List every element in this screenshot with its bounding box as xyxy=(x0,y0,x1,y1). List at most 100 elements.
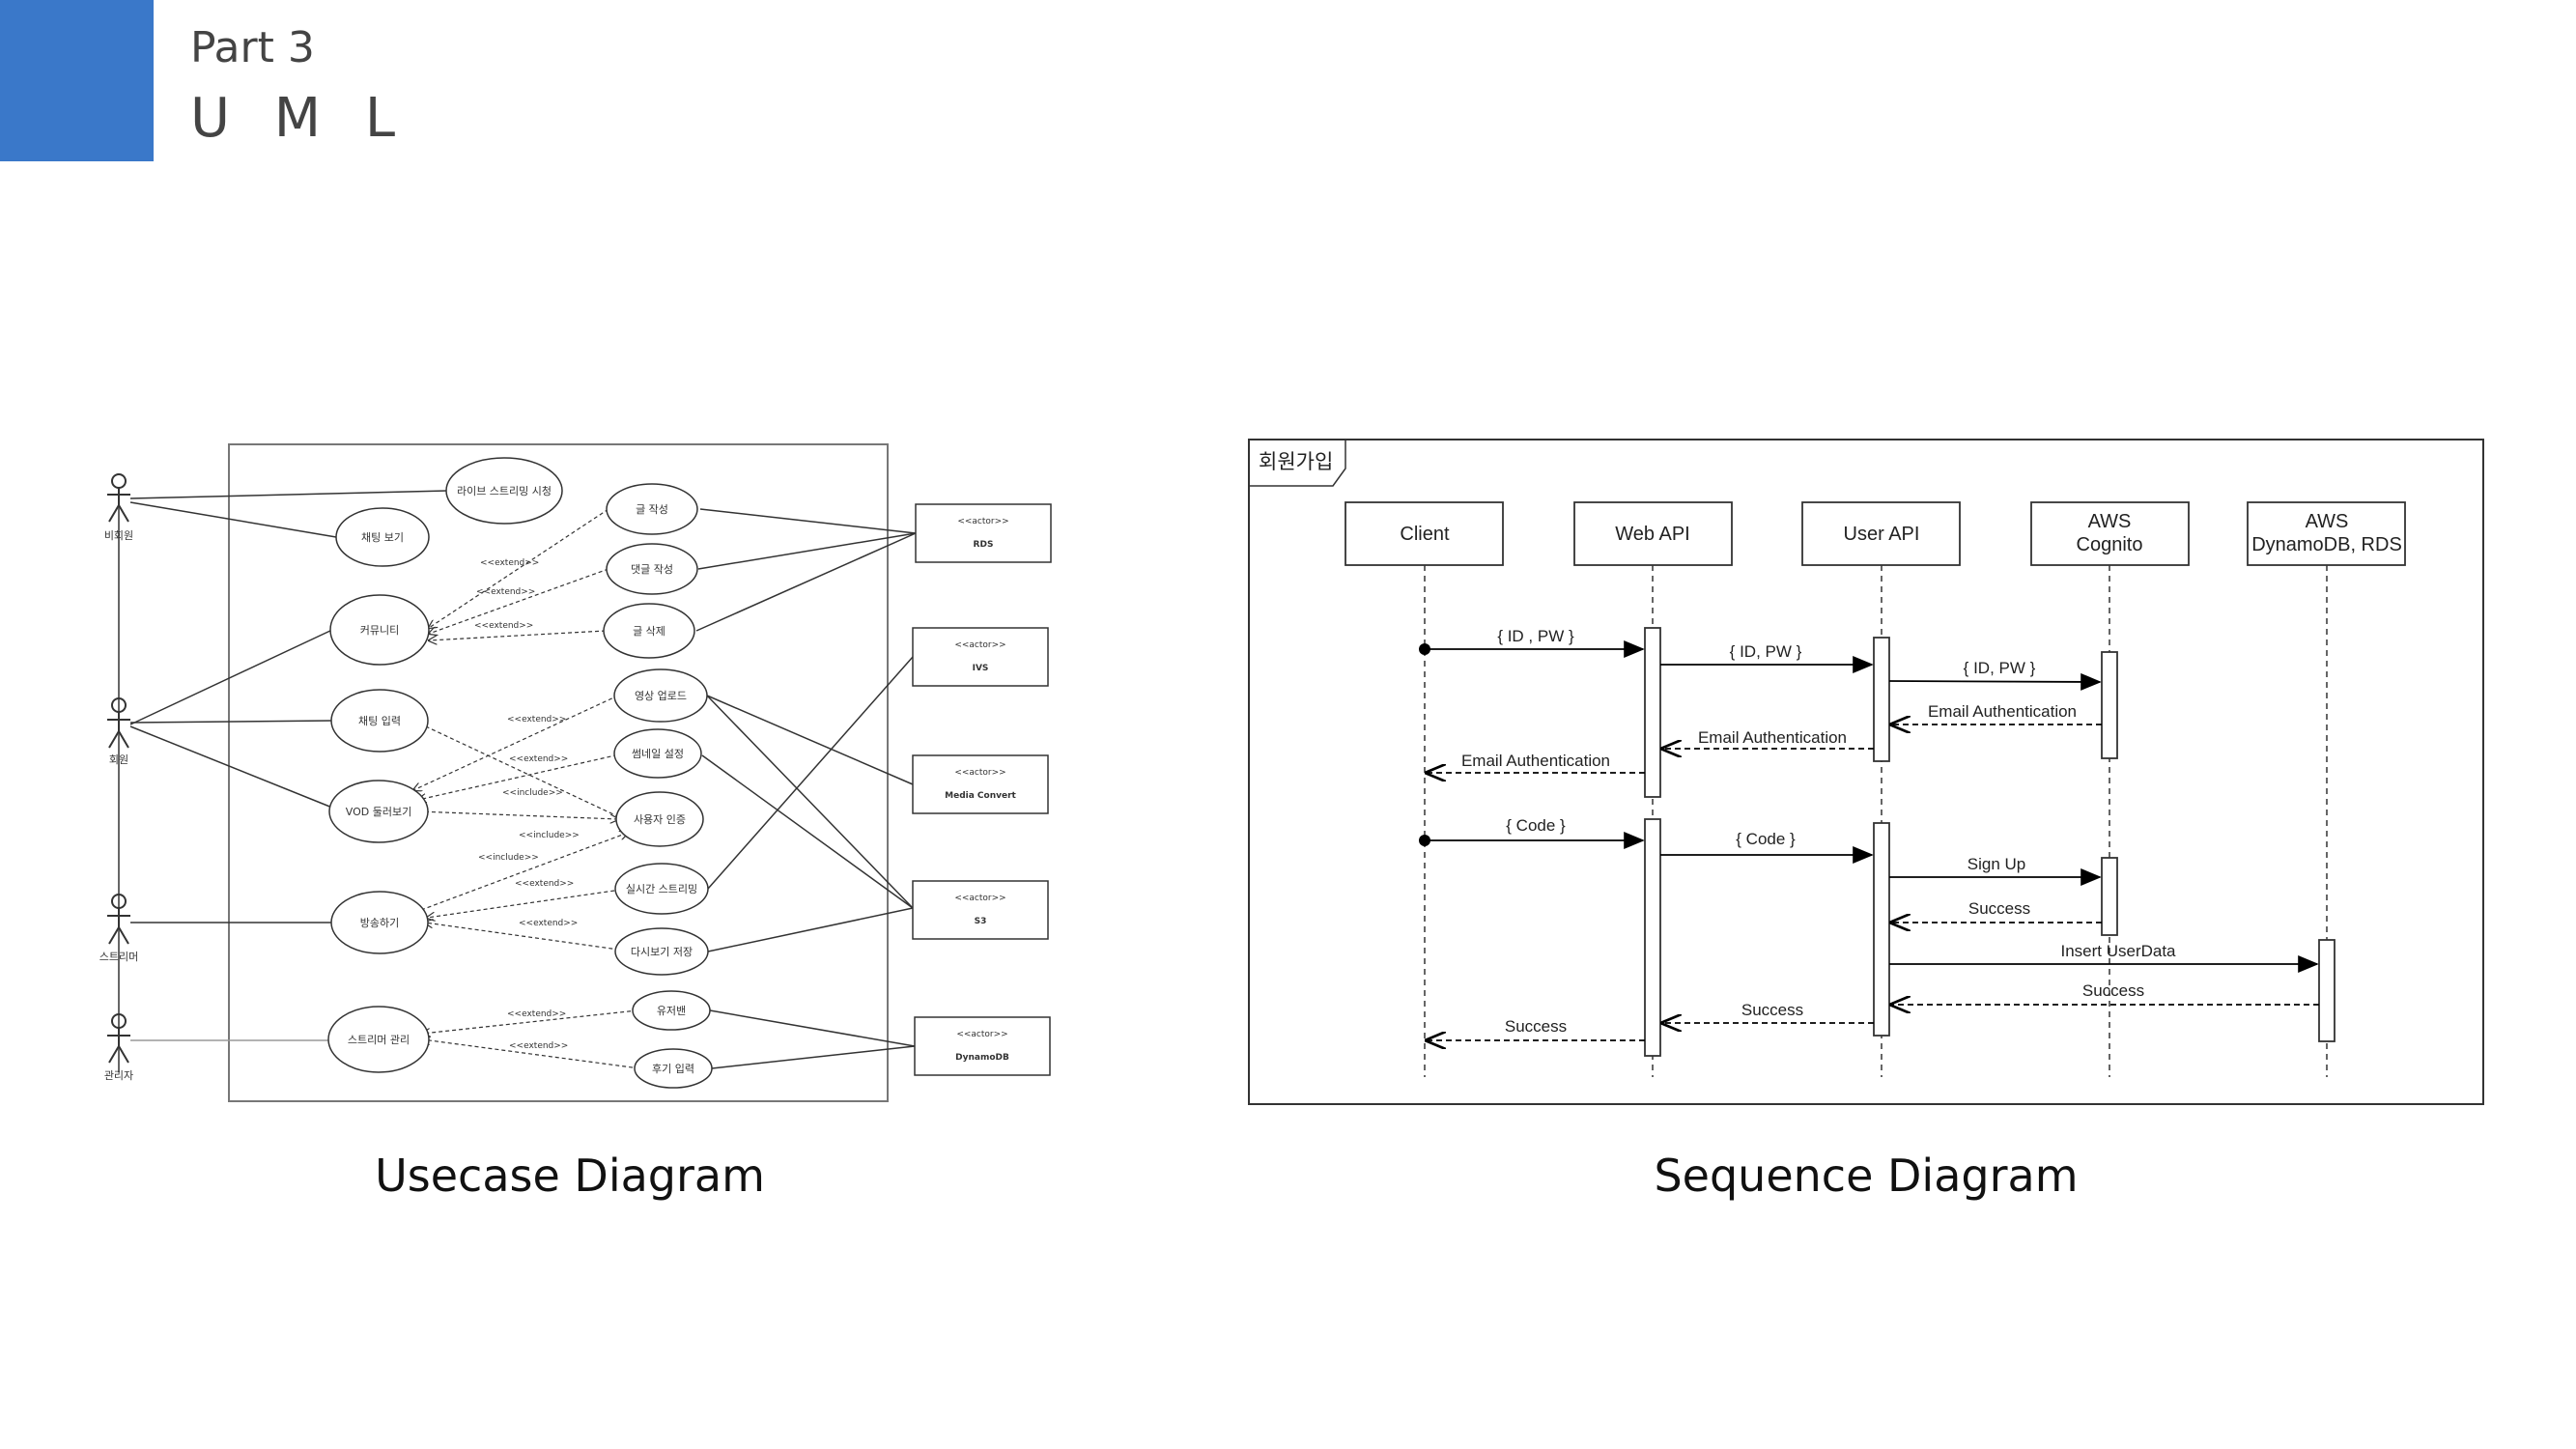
message-label: Success xyxy=(1505,1017,1567,1036)
message-label: Success xyxy=(1968,899,2030,918)
actor-label: 관리자 xyxy=(104,1069,133,1082)
participant-label: Cognito xyxy=(2077,534,2143,555)
usecase-ellipse xyxy=(615,791,704,847)
usecase-label: 다시보기 저장 xyxy=(631,946,693,958)
usecase-ellipse xyxy=(606,483,698,535)
usecase-ellipse xyxy=(328,780,429,843)
actor-name: Media Convert xyxy=(945,791,1016,801)
usecase-ellipse xyxy=(614,927,709,976)
message-arrows xyxy=(1425,640,2319,1040)
message-label: Sign Up xyxy=(1967,855,2025,873)
usecase-label: 라이브 스트리밍 시청 xyxy=(457,485,552,497)
part-label: Part 3 xyxy=(190,23,315,72)
external-actor-box xyxy=(914,1016,1051,1076)
actor-stereotype: <<actor>> xyxy=(954,894,1005,903)
activation-bar xyxy=(1644,627,1661,798)
message-label: Success xyxy=(1741,1001,1803,1019)
actor-name: IVS xyxy=(973,664,989,673)
actor-stereotype: <<actor>> xyxy=(957,517,1008,526)
usecase-label: 글 삭제 xyxy=(633,625,665,638)
participant-label: Client xyxy=(1400,524,1450,545)
actor-name: DynamoDB xyxy=(955,1053,1009,1063)
actor-member xyxy=(107,697,130,749)
message-label: Email Authentication xyxy=(1928,702,2077,721)
external-actor-box xyxy=(915,503,1052,563)
usecase-label: 스트리머 관리 xyxy=(348,1034,410,1046)
actor-label: 비회원 xyxy=(104,529,133,542)
usecase-ellipse xyxy=(330,689,429,753)
message-label: { ID, PW } xyxy=(1964,659,2036,677)
relation-label: <<extend>> xyxy=(480,558,539,568)
usecase-label: 방송하기 xyxy=(360,916,399,929)
usecase-ellipse xyxy=(445,457,563,525)
activation-bar xyxy=(1873,822,1890,1037)
actor-stereotype: <<actor>> xyxy=(954,640,1005,650)
participant-box xyxy=(2247,501,2406,566)
participant-label: Web API xyxy=(1615,524,1689,545)
usecase-label: 사용자 인증 xyxy=(634,813,686,826)
association-lines xyxy=(129,490,917,1069)
usecase-label: 채팅 입력 xyxy=(358,715,401,727)
relation-label: <<extend>> xyxy=(509,754,568,764)
participant-label: AWS xyxy=(2306,511,2349,532)
usecase-label: 실시간 스트리밍 xyxy=(626,883,697,895)
participant-box xyxy=(1801,501,1961,566)
relation-label: <<extend>> xyxy=(519,919,578,928)
activation-bar xyxy=(1873,637,1890,762)
actor-guest xyxy=(107,473,130,523)
message-label: { ID , PW } xyxy=(1497,627,1574,645)
message-label: Email Authentication xyxy=(1461,752,1610,770)
usecase-ellipse xyxy=(330,891,429,954)
relation-label: <<extend>> xyxy=(507,1009,566,1019)
activation-bar xyxy=(2318,939,2335,1042)
usecase-label: 글 작성 xyxy=(636,503,668,516)
message-label: Email Authentication xyxy=(1698,728,1847,747)
usecase-ellipse xyxy=(632,990,711,1031)
usecase-label: 채팅 보기 xyxy=(361,531,404,544)
usecase-ellipse xyxy=(613,728,702,779)
relation-label: <<extend>> xyxy=(476,587,535,597)
relation-label: <<include>> xyxy=(502,788,563,798)
participant-box xyxy=(1573,501,1733,566)
usecase-label: 후기 입력 xyxy=(652,1063,694,1075)
usecase-label: 커뮤니티 xyxy=(360,624,399,637)
usecase-ellipse xyxy=(335,507,430,567)
external-actor-box xyxy=(912,880,1049,940)
usecase-ellipse xyxy=(606,543,698,595)
sequence-caption: Sequence Diagram xyxy=(1654,1150,2079,1202)
frame-title-tab xyxy=(1249,439,1346,487)
usecase-label: VOD 둘러보기 xyxy=(346,806,411,818)
usecase-ellipse xyxy=(603,603,695,659)
actor-stereotype: <<actor>> xyxy=(956,1030,1007,1039)
sequence-frame xyxy=(1248,439,2484,1105)
relation-label: <<extend>> xyxy=(515,879,574,889)
usecase-label: 썸네일 설정 xyxy=(632,747,684,760)
external-actor-box xyxy=(912,754,1049,814)
message-label: { ID, PW } xyxy=(1730,642,1802,661)
usecase-diagram: 비회원 회원 스트리머 관리자 xyxy=(99,443,1052,1102)
usecase-ellipse xyxy=(327,1006,430,1073)
usecase-ellipse xyxy=(329,594,430,666)
usecase-label: 댓글 작성 xyxy=(631,563,673,576)
relation-label: <<include>> xyxy=(519,831,580,840)
participant-label: DynamoDB, RDS xyxy=(2251,534,2402,555)
actor-label: 스트리머 xyxy=(99,951,138,963)
message-label: { Code } xyxy=(1506,816,1566,835)
frame-title: 회원가입 xyxy=(1259,451,1333,473)
activation-bar xyxy=(2101,857,2118,936)
participant-box xyxy=(1345,501,1504,566)
accent-bar xyxy=(0,0,154,161)
usecase-caption: Usecase Diagram xyxy=(375,1150,765,1202)
relation-label: <<extend>> xyxy=(509,1041,568,1051)
actor-label: 회원 xyxy=(109,753,128,766)
message-label: { Code } xyxy=(1736,830,1796,848)
sequence-diagram: 회원가입 Client Web API User API AWS Cognito… xyxy=(1248,439,2484,1105)
dependency-lines xyxy=(413,508,640,1069)
external-actor-box xyxy=(912,627,1049,687)
actor-name: RDS xyxy=(974,540,994,550)
message-label: Success xyxy=(2082,981,2144,1000)
actor-name: S3 xyxy=(975,917,987,926)
participant-label: AWS xyxy=(2088,511,2132,532)
usecase-label: 유저밴 xyxy=(657,1005,686,1017)
